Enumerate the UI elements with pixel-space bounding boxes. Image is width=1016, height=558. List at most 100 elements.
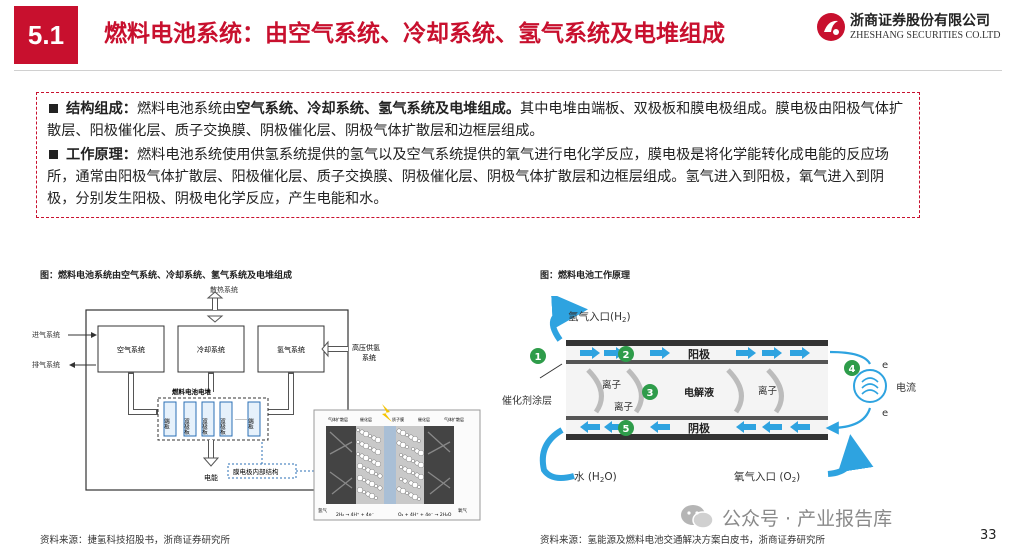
catalyst-particle	[368, 446, 372, 450]
exhaust-label: 排气系统	[32, 360, 60, 369]
flow-arrow	[580, 421, 600, 433]
catalyst-particle	[356, 486, 364, 494]
water-outlet-curve-arrow	[539, 427, 575, 481]
structure-text-a: 燃料电池系统由	[136, 101, 237, 117]
bipolar-plate-2	[201, 401, 215, 437]
air-stack-connector-inner	[129, 374, 156, 414]
current-coil-icon	[861, 377, 879, 395]
fiber-strands-right	[427, 431, 451, 495]
h2-inlet-label: 氢气入口(H2)	[568, 310, 631, 324]
flow-arrow	[790, 347, 810, 359]
cooling-system-label: 冷却系统	[197, 345, 225, 354]
catalyst-particle	[368, 480, 376, 488]
plate-label-3: 双极板	[201, 418, 208, 436]
bullet-square-icon	[49, 104, 58, 113]
inset-top-label-5: 气体扩散层	[444, 416, 464, 422]
catalyst-particle	[374, 472, 378, 476]
o2-inlet-text: 氧气入口 (O	[734, 470, 792, 483]
electron-label-bottom: e	[882, 408, 888, 419]
catalyst-particle	[417, 461, 425, 469]
catalyst-particle	[411, 459, 415, 463]
power-arrowhead	[202, 457, 220, 467]
power-label: 电能	[204, 473, 218, 482]
left-figure-caption: 图：燃料电池系统由空气系统、冷却系统、氢气系统及电堆组成	[40, 271, 293, 281]
flow-arrow	[762, 421, 782, 433]
catalyst-particle	[356, 452, 360, 456]
catalyst-particle	[399, 477, 403, 481]
air-system-label: 空气系统	[117, 345, 145, 354]
company-logo: 浙商证券股份有限公司 ZHESHANG SECURITIES CO.LTD	[814, 8, 1004, 48]
bipolar-plate-3	[219, 401, 233, 437]
current-meter-circle	[853, 369, 887, 403]
anode-plate-top	[566, 340, 828, 346]
catalyst-particle	[405, 467, 413, 475]
principle-paragraph: 工作原理：燃料电池系统使用供氢系统提供的氢气以及空气系统提供的氧气进行电化学反应…	[47, 144, 909, 210]
electron-label-top: e	[882, 360, 888, 371]
water-close: O)	[604, 471, 616, 483]
ion-label-1: 离子	[602, 379, 622, 391]
wechat-watermark: 公众号 · 产业报告库	[680, 499, 980, 535]
hp-hydrogen-label-1: 高压供氢	[352, 343, 380, 352]
catalyst-particle	[377, 485, 383, 491]
plate-label-2: 双极板	[183, 418, 190, 436]
catalyst-layer-label: 催化剂涂层	[502, 394, 552, 407]
hydrogen-system-label: 氢气系统	[277, 345, 305, 354]
step-label-3: 3	[647, 388, 654, 399]
step-markers: 1 2 3 4 5	[530, 346, 860, 436]
catalyst-particle	[374, 436, 382, 444]
catalyst-pointer-line	[539, 363, 563, 379]
catalyst-particle	[417, 485, 421, 489]
cathode-reaction-equation: O₂ + 4H⁺ + 4e⁻ → 2H₂O	[398, 512, 452, 518]
anode-label: 阳极	[688, 347, 711, 361]
catalyst-particle	[417, 473, 425, 481]
summary-box: 结构组成：燃料电池系统由空气系统、冷却系统、氢气系统及电堆组成。其中电堆由端板、…	[36, 92, 920, 218]
catalyst-particle	[368, 492, 376, 500]
lightning-bolt-icon	[382, 404, 392, 422]
ion-curve-2	[626, 368, 644, 414]
catalyst-particle	[399, 441, 407, 449]
electron-path-top	[829, 350, 871, 365]
logo-name-en: ZHESHANG SECURITIES CO.LTD	[850, 30, 1001, 41]
catalyst-particle	[411, 493, 419, 501]
mea-label: 膜电极内部结构	[233, 467, 279, 476]
heat-arrowhead-down	[206, 315, 224, 323]
anode-reaction-equation: 2H₂ → 4H⁺ + 4e⁻	[336, 512, 375, 518]
catalyst-particle	[377, 473, 383, 479]
inset-top-label-4: 催化层	[418, 416, 430, 422]
catalyst-particle	[399, 487, 407, 495]
h2-inlet-close: )	[626, 311, 630, 323]
principle-label: 工作原理：	[66, 147, 137, 163]
step-label-2: 2	[623, 350, 630, 361]
catalyst-particle	[356, 440, 360, 444]
heat-system-label: 散热系统	[210, 285, 238, 294]
page-number: 33	[980, 528, 997, 543]
catalyst-particle	[405, 445, 409, 449]
catalyst-particle	[362, 430, 370, 438]
catalyst-particle	[411, 481, 419, 489]
end-plate-left	[163, 401, 177, 437]
right-figure-caption: 图：燃料电池工作原理	[540, 271, 631, 281]
catalyst-particle	[374, 484, 378, 488]
catalyst-particle	[399, 465, 403, 469]
fiber-strands-left	[329, 431, 353, 495]
catalyst-particle	[411, 447, 415, 451]
ion-curve-3	[726, 368, 744, 414]
ion-label-2: 离子	[614, 401, 634, 413]
catalyst-particle	[399, 453, 403, 457]
bipolar-plate-1	[183, 401, 197, 437]
step-marker-4	[844, 360, 860, 376]
catalyst-particle	[405, 433, 409, 437]
structure-label: 结构组成：	[66, 101, 137, 117]
catalyst-particle	[374, 496, 378, 500]
catalyst-particle	[405, 491, 409, 495]
catalyst-particle	[417, 449, 425, 457]
stack-dots: ……	[235, 415, 247, 422]
step-marker-3	[642, 384, 658, 400]
anode-plate-bottom	[566, 360, 828, 364]
step-label-4: 4	[849, 364, 856, 375]
cathode-flow-arrows	[580, 421, 810, 433]
logo-name-cn: 浙商证券股份有限公司	[850, 13, 990, 29]
catalyst-particle	[405, 455, 413, 463]
hydrogen-stack-connector	[266, 372, 294, 415]
inset-right-gas-label: 氧气	[458, 507, 467, 514]
